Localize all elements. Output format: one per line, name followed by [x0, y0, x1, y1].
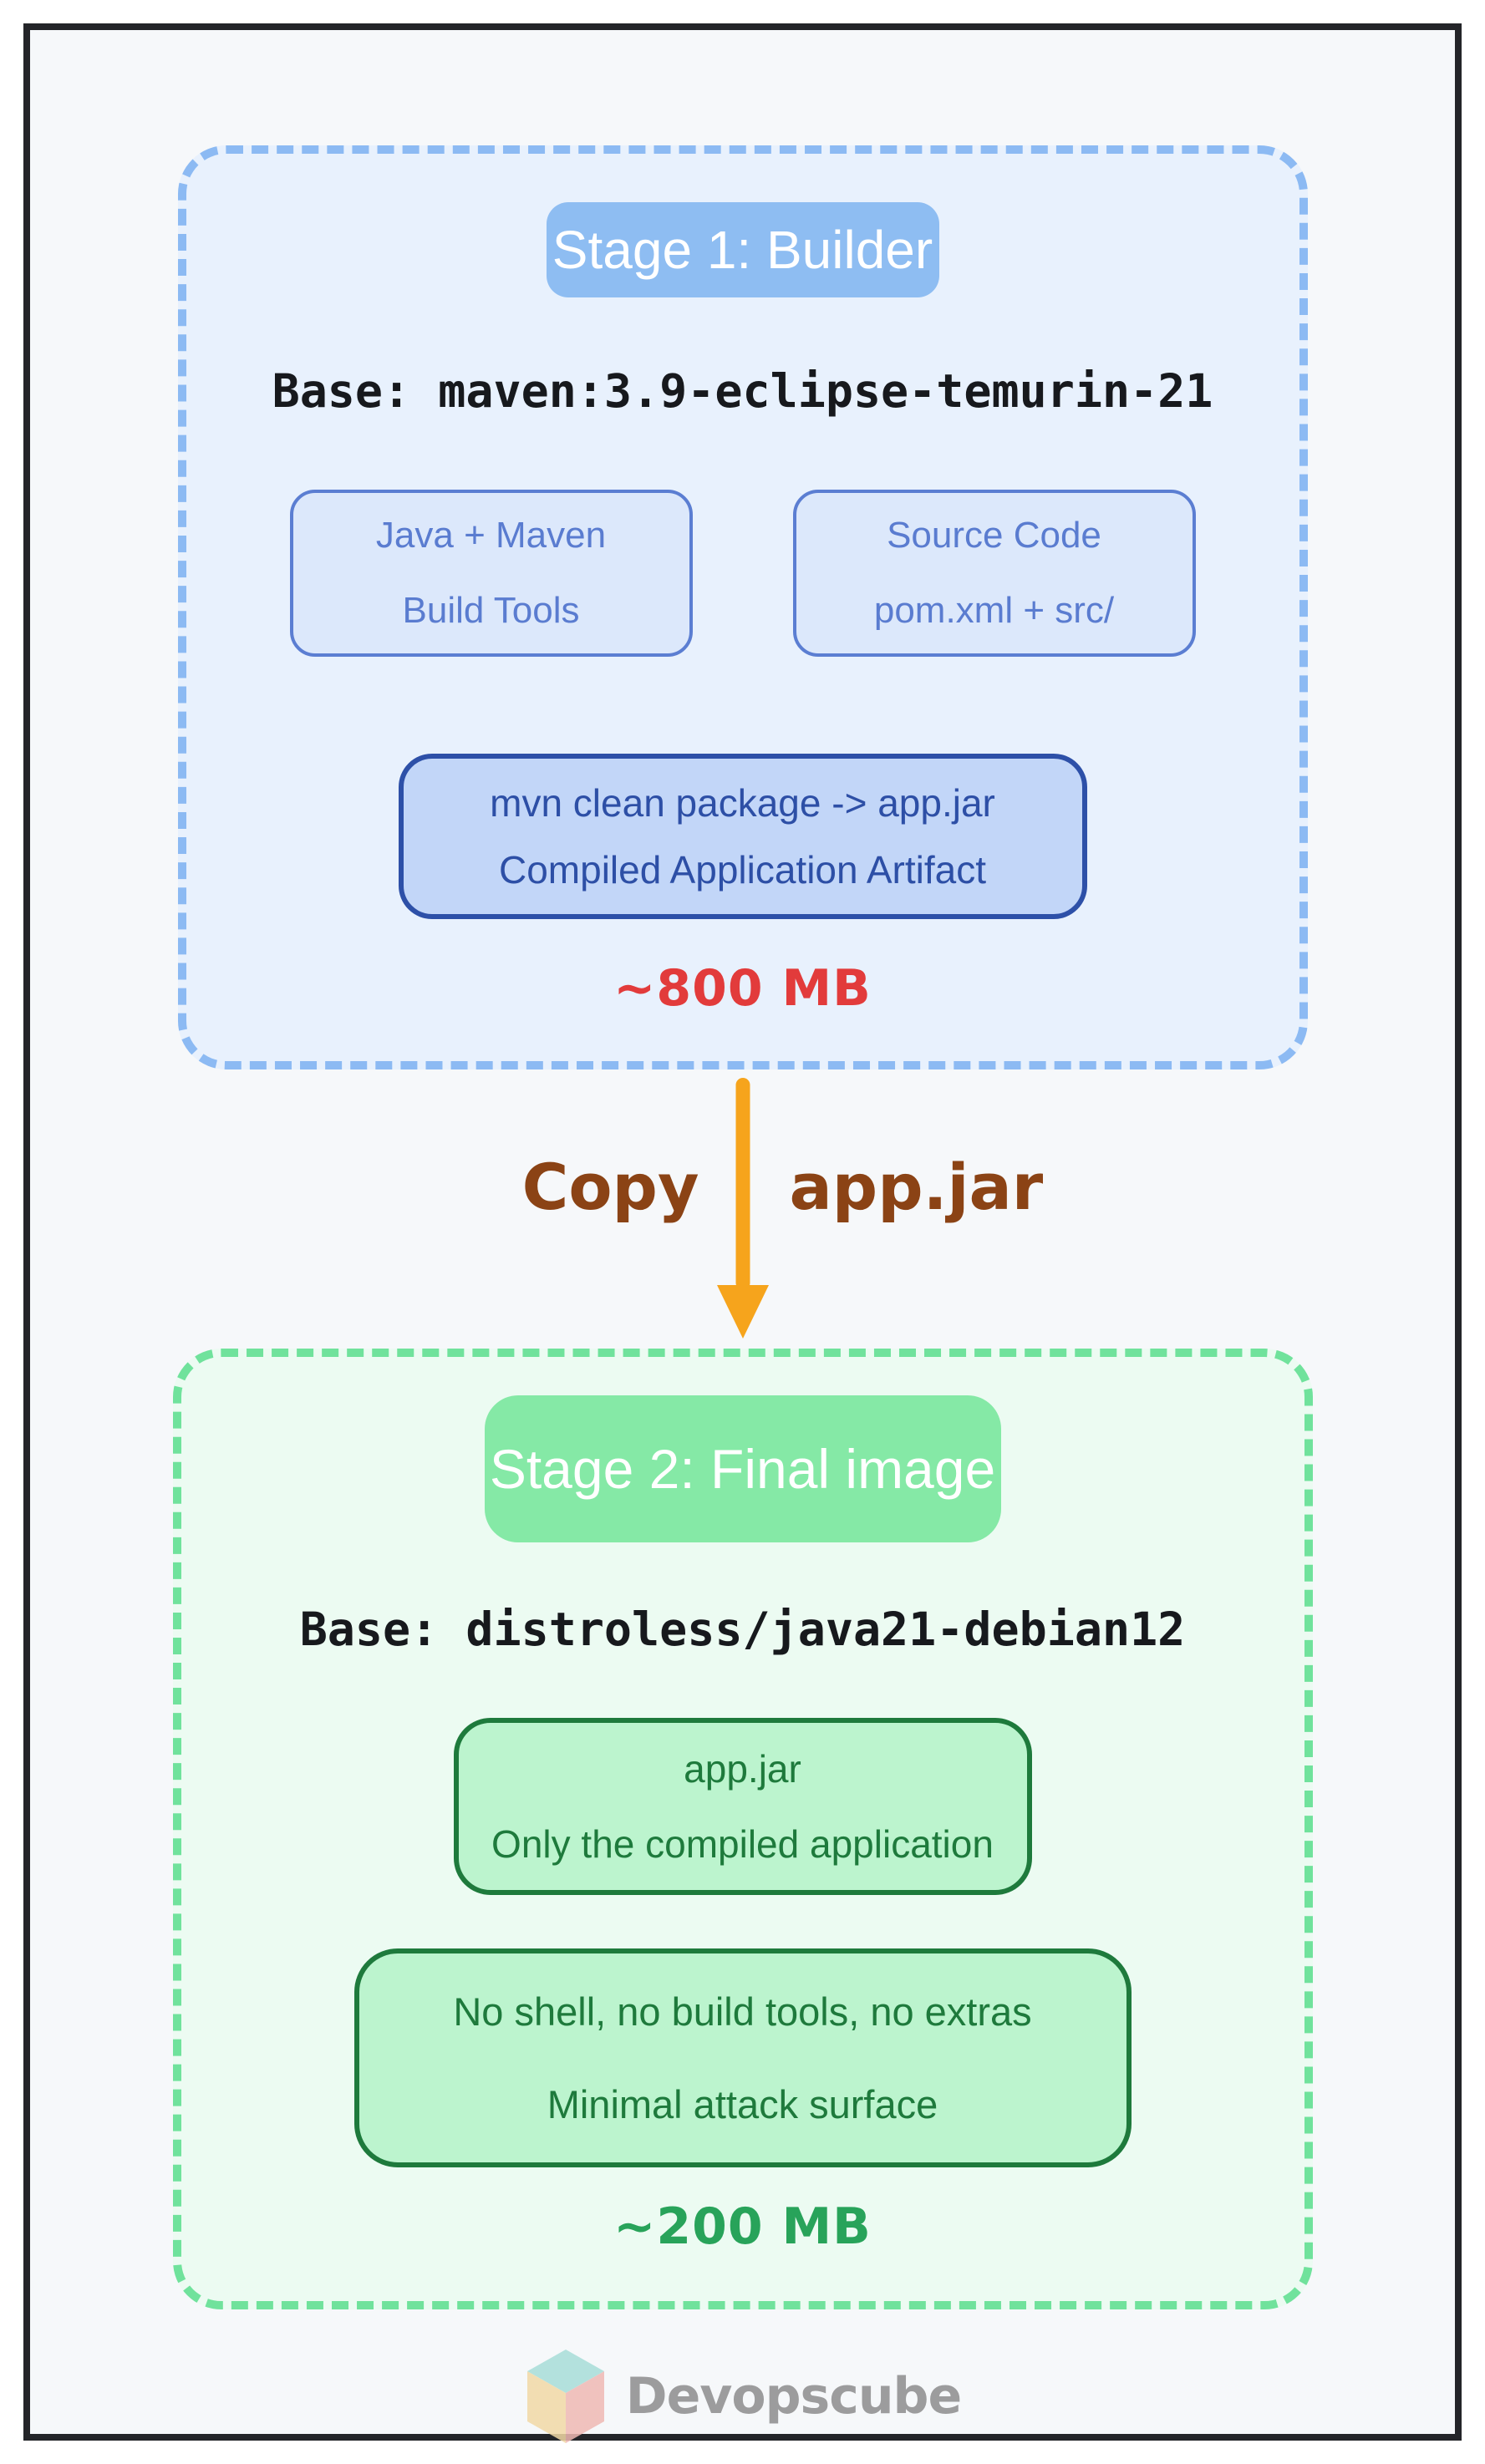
- no-shell-box: No shell, no build tools, no extras Mini…: [353, 1948, 1132, 2167]
- stage2-title-text: Stage 2: Final image: [489, 1438, 996, 1500]
- stage1-title-text: Stage 1: Builder: [552, 220, 933, 280]
- source-code-box: Source Code pom.xml + src/: [792, 490, 1196, 657]
- appjar-only-box-line1: app.jar: [684, 1747, 801, 1791]
- java-maven-box-line2: Build Tools: [402, 590, 580, 631]
- source-code-box-line1: Source Code: [887, 515, 1101, 556]
- brand-footer: Devopscube: [524, 2348, 962, 2445]
- stage1-size-label: ~800 MB: [613, 959, 872, 1018]
- stage2-base-image-label: Base: distroless/java21-debian12: [299, 1603, 1186, 1656]
- java-maven-box-line1: Java + Maven: [375, 515, 607, 556]
- down-arrow-shaft: [735, 1078, 750, 1290]
- devopscube-cube-icon: [526, 2350, 604, 2443]
- stage2-size-label: ~200 MB: [613, 2197, 872, 2256]
- stage1-base-image-label: Base: maven:3.9-eclipse-temurin-21: [272, 364, 1213, 418]
- no-shell-box-line2: Minimal attack surface: [547, 2082, 938, 2126]
- diagram-frame: Stage 1: Builder Base: maven:3.9-eclipse…: [23, 23, 1462, 2443]
- stage2-final-image-container: Stage 2: Final image Base: distroless/ja…: [172, 1349, 1313, 2309]
- stage1-title-badge: Stage 1: Builder: [546, 202, 939, 297]
- artifact-box-line1: mvn clean package -> app.jar: [490, 781, 995, 825]
- stage1-builder-container: Stage 1: Builder Base: maven:3.9-eclipse…: [177, 145, 1308, 1069]
- copy-transfer-section: Copy app.jar: [30, 1069, 1455, 1349]
- appjar-label: app.jar: [789, 1150, 1044, 1224]
- artifact-box-line2: Compiled Application Artifact: [499, 848, 986, 892]
- down-arrow-head-icon: [716, 1285, 769, 1339]
- stage2-title-badge: Stage 2: Final image: [484, 1395, 1001, 1542]
- java-maven-box: Java + Maven Build Tools: [289, 490, 693, 657]
- compiled-artifact-box: mvn clean package -> app.jar Compiled Ap…: [398, 754, 1087, 919]
- no-shell-box-line1: No shell, no build tools, no extras: [453, 1989, 1032, 2034]
- copy-label: Copy: [521, 1150, 699, 1224]
- appjar-only-box-line2: Only the compiled application: [491, 1822, 994, 1866]
- appjar-only-box: app.jar Only the compiled application: [453, 1718, 1032, 1895]
- brand-wordmark: Devopscube: [625, 2367, 962, 2426]
- source-code-box-line2: pom.xml + src/: [873, 590, 1115, 631]
- stage1-boxes-row: Java + Maven Build Tools Source Code pom…: [289, 490, 1196, 657]
